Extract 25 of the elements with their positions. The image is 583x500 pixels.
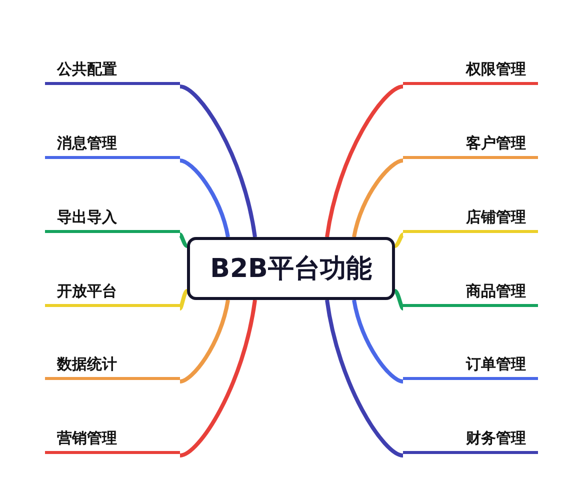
branch-line (325, 84, 404, 238)
branch-topic: 权限管理 (403, 55, 538, 85)
branch-line (179, 84, 257, 238)
branch-topic: 营销管理 (45, 424, 180, 454)
branch-line (394, 289, 404, 310)
branch-topic: 订单管理 (403, 350, 538, 380)
branch-topic: 开放平台 (45, 277, 180, 307)
branch-line (178, 233, 188, 248)
central-topic-box: B2B平台功能 (187, 237, 395, 300)
branch-topic: 商品管理 (403, 277, 538, 307)
branch-line (179, 300, 257, 458)
branch-topic: 财务管理 (403, 424, 538, 454)
branch-topic: 店铺管理 (403, 203, 538, 233)
branch-topic: 客户管理 (403, 129, 538, 159)
branch-line (178, 289, 188, 310)
branch-topic: 数据统计 (45, 350, 180, 380)
branch-topic: 消息管理 (45, 129, 180, 159)
branch-line (325, 300, 404, 458)
branch-line (352, 158, 404, 238)
branch-line (180, 158, 230, 238)
branch-topic: 导出导入 (45, 203, 180, 233)
branch-topic: 公共配置 (45, 55, 180, 85)
branch-line (352, 300, 404, 384)
branch-line (180, 300, 230, 384)
branch-line (394, 232, 404, 248)
